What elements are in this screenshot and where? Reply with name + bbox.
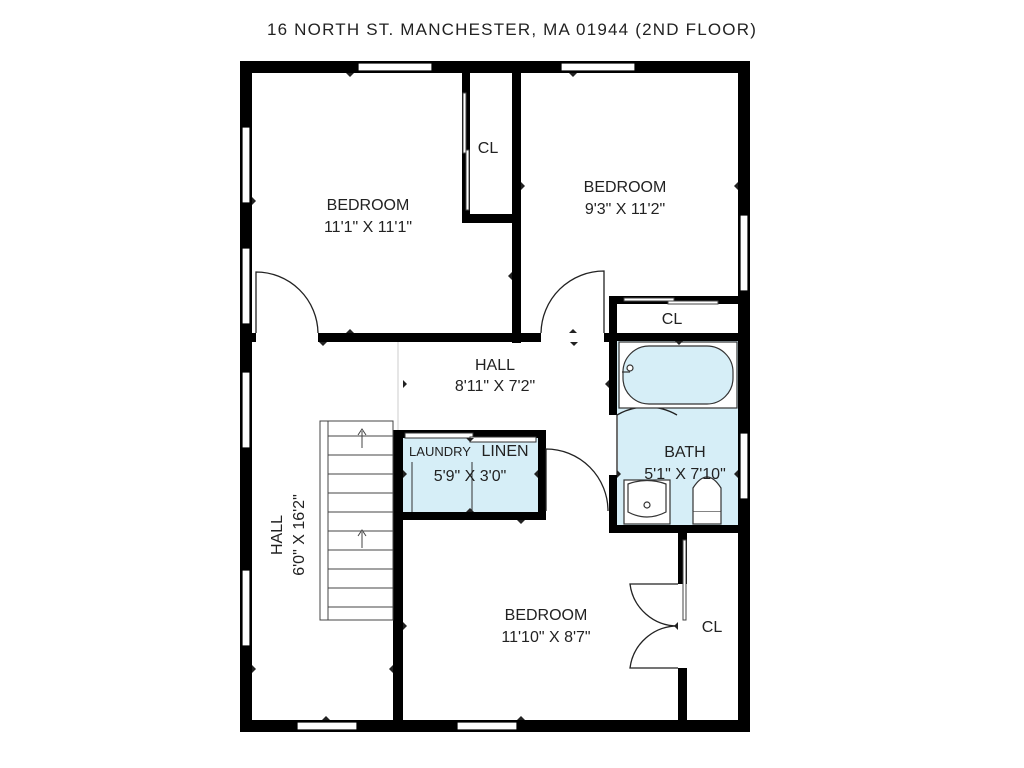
sliding-door-icon (623, 297, 675, 302)
door-swing-icon (255, 271, 319, 334)
windows (241, 62, 749, 731)
window-icon (241, 126, 251, 204)
door-swing-icon (629, 583, 679, 627)
sliding-door-icon (462, 92, 467, 154)
window-icon (241, 569, 251, 647)
door-swings (255, 270, 679, 669)
bath-fixtures (623, 476, 722, 525)
window-icon (241, 247, 251, 325)
sliding-door-icon (682, 539, 687, 621)
door-swing-icon (545, 448, 609, 512)
room-name: BATH (664, 444, 705, 461)
room-name: BEDROOM (327, 197, 410, 214)
measure-ticks (252, 73, 738, 720)
room-name: HALL (475, 357, 515, 374)
room-name: LAUNDRY (409, 444, 471, 459)
room-dims: 9'3" X 11'2" (585, 201, 665, 218)
window-icon (357, 62, 433, 72)
room-name: BEDROOM (584, 179, 667, 196)
staircase (319, 420, 394, 621)
hall-west-label: HALL 6'0" X 16'2" (269, 494, 308, 576)
room-dims: 6'0" X 16'2" (291, 494, 308, 576)
window-icon (739, 214, 749, 292)
window-icon (296, 721, 358, 731)
room-name: CL (662, 311, 683, 328)
door-swing-icon (540, 270, 605, 334)
room-name: CL (702, 619, 723, 636)
plan-title: 16 NORTH ST. MANCHESTER, MA 01944 (2ND F… (266, 20, 758, 39)
room-name: CL (478, 140, 499, 157)
window-icon (560, 62, 636, 72)
sliding-door-icon (667, 300, 719, 305)
bathtub-icon (618, 341, 738, 409)
room-dims: 8'11" X 7'2" (455, 378, 535, 395)
room-name: LINEN (481, 443, 528, 460)
room-dims: 11'1" X 11'1" (324, 219, 412, 236)
window-icon (456, 721, 518, 731)
room-name: BEDROOM (505, 607, 588, 624)
door-openings (256, 332, 688, 668)
room-dims: 11'10" X 8'7" (501, 629, 590, 646)
window-icon (739, 432, 749, 500)
room-dims: 5'9" X 3'0" (434, 468, 507, 485)
room-dims: 5'1" X 7'10" (644, 466, 726, 483)
room-name: HALL (269, 515, 286, 555)
window-icon (241, 371, 251, 449)
laundry-linen-floor (403, 436, 538, 512)
toilet-icon (692, 510, 722, 525)
sliding-doors (462, 92, 719, 621)
door-swing-icon (629, 625, 679, 669)
sliding-door-icon (465, 149, 470, 211)
